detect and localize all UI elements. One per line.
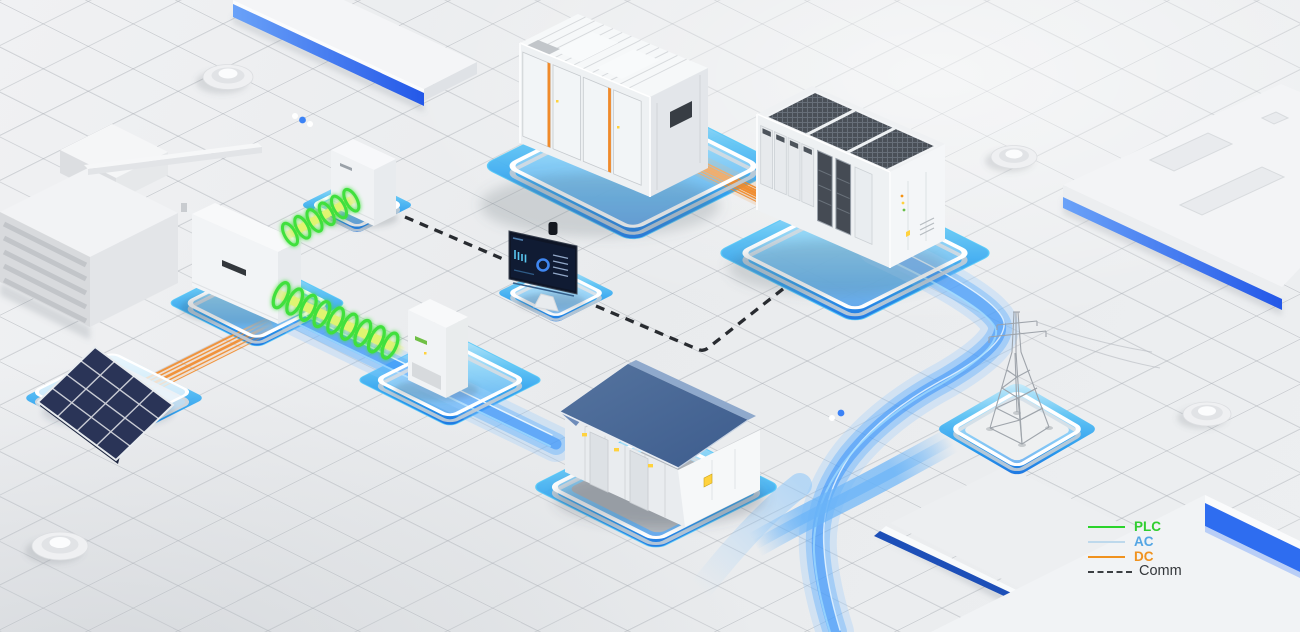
legend-item-dc: DC xyxy=(1088,549,1182,564)
floor-puck-3 xyxy=(25,531,89,564)
slab-right xyxy=(1063,84,1300,316)
legend-item-ac: AC xyxy=(1088,534,1182,549)
plc-link-upper xyxy=(279,187,361,247)
ac-ribbon-tower-branch xyxy=(742,427,965,558)
solar-panel xyxy=(36,345,175,464)
plc-line-swatch xyxy=(1088,525,1125,528)
battery-container xyxy=(480,14,720,237)
curb-tower xyxy=(953,391,1081,472)
stepped-structure xyxy=(0,124,178,340)
cabinet-lower xyxy=(394,299,478,401)
dc-line-swatch xyxy=(1088,555,1125,558)
floor-dots-b xyxy=(829,409,845,421)
legend-item-comm: Comm xyxy=(1088,564,1182,579)
slab-bottom-right-high xyxy=(931,495,1300,632)
monitor-screen-ui xyxy=(512,237,575,297)
legend-label-comm: Comm xyxy=(1139,563,1182,580)
floor-puck-4 xyxy=(1177,401,1232,429)
legend-label-ac: AC xyxy=(1134,533,1154,549)
legend-item-plc: PLC xyxy=(1088,519,1182,534)
ac-ribbon-fade-stub xyxy=(688,473,812,602)
legend-label-dc: DC xyxy=(1134,548,1154,564)
slab-top-left xyxy=(233,0,477,112)
floor-rail xyxy=(84,143,262,175)
legend-label-plc: PLC xyxy=(1134,518,1161,534)
floor-puck-1 xyxy=(196,64,254,94)
comm-line-cabinet-monitor xyxy=(404,215,504,261)
legend: PLC AC DC Comm xyxy=(1088,519,1182,579)
floor-dots-a xyxy=(292,113,313,127)
comm-lines xyxy=(404,215,790,352)
comm-line-swatch xyxy=(1088,570,1132,573)
monitor xyxy=(508,222,586,312)
transmission-tower xyxy=(986,311,1161,447)
ac-line-swatch xyxy=(1088,540,1125,543)
plc-link-lower xyxy=(267,281,409,360)
ac-ribbon-pcs-sweep xyxy=(798,227,1020,632)
comm-line-monitor-pcs xyxy=(595,283,790,352)
building xyxy=(555,360,765,527)
pcs-container xyxy=(728,86,948,296)
floor-puck-2 xyxy=(985,145,1038,172)
